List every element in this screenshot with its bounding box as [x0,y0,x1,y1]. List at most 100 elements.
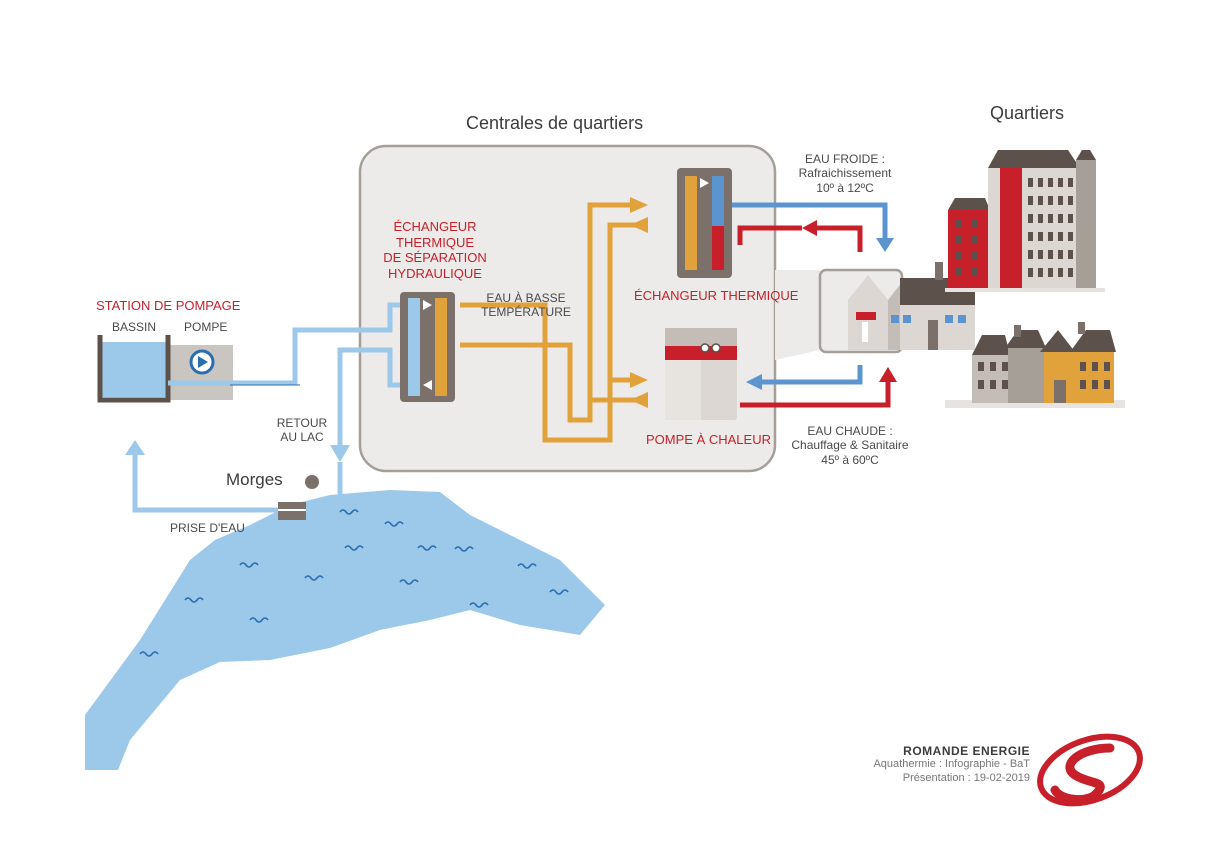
wave-icon [454,546,474,552]
townhouse-windows [978,362,1110,389]
wave-icon [184,597,204,603]
window [1068,196,1073,205]
window [1038,196,1043,205]
intake-pipe [132,452,280,513]
window [1068,214,1073,223]
cold-water-pipe [732,202,888,240]
window [1058,268,1063,277]
window [1048,178,1053,187]
lake-supply-pipe [168,302,420,386]
window [1002,362,1008,371]
window [1092,380,1098,389]
water-intake-label: PRISE D'EAU [170,521,245,535]
window [1080,380,1086,389]
wave-icon [239,562,259,568]
wave-icon [249,617,269,623]
window [1104,380,1110,389]
pumping-station-title: STATION DE POMPAGE [96,298,241,313]
hot-water-supply-pipe [740,380,891,408]
footer-line2: Présentation : 19-02-2019 [902,771,1030,784]
wave-icon [139,651,159,657]
company-name: ROMANDE ENERGIE [903,744,1030,758]
romande-energie-swirl-logo [1037,733,1143,807]
window [1092,362,1098,371]
title-quartiers: Quartiers [990,103,1065,123]
window [1068,268,1073,277]
window [1028,232,1033,241]
footer-credits: ROMANDE ENERGIE Aquathermie : Infographi… [830,744,1030,785]
city-dot-icon [305,475,319,489]
window [972,252,978,260]
basin-label: BASSIN [112,320,157,334]
cold-return-pipe [760,365,863,385]
window [1028,178,1033,187]
window [1028,196,1033,205]
window [978,380,984,389]
city-label-morges: Morges [226,470,283,489]
wave-icon [469,602,489,608]
window [990,380,996,389]
window [1002,380,1008,389]
window [1058,196,1063,205]
window [978,362,984,371]
window [1058,214,1063,223]
apartment-block [945,150,1105,292]
basin-walls [97,335,171,403]
pump-label: POMPE [184,320,228,334]
window [1028,214,1033,223]
window [1038,214,1043,223]
wave-icon [339,509,359,515]
window [1104,362,1110,371]
window [956,220,962,228]
window [1038,268,1043,277]
window [1080,362,1086,371]
hot-water-label: EAU CHAUDE : Chauffage & Sanitaire 45º à… [791,424,909,467]
window [1028,250,1033,259]
wave-icon [344,545,364,551]
window [1048,250,1053,259]
window [1058,250,1063,259]
apartment-windows [956,178,1073,277]
intake-arrow [125,440,145,455]
window [1048,268,1053,277]
cold-water-label: EAU FROIDE : Rafraichissement 10º à 12ºC [798,152,892,195]
footer-line1: Aquathermie : Infographie - BaT [873,758,1030,771]
window [1048,232,1053,241]
wave-icon [399,579,419,585]
window [1058,178,1063,187]
window [1038,178,1043,187]
window [972,220,978,228]
title-centrales: Centrales de quartiers [466,113,644,133]
window [972,268,978,276]
hot-water-return-pipe [815,225,863,252]
window [956,236,962,244]
townhouse-row [945,322,1125,408]
wave-icon [517,563,537,569]
window [1028,268,1033,277]
window [1038,232,1043,241]
wave-icon [384,521,404,527]
separation-exchanger-label: ÉCHANGEUR THERMIQUE DE SÉPARATION HYDRAU… [383,219,487,281]
window [956,268,962,276]
window [972,236,978,244]
window [1048,214,1053,223]
window [990,362,996,371]
wave-icon [549,589,569,595]
heat-exchanger-label: ÉCHANGEUR THERMIQUE [634,288,799,303]
basin-water [100,342,168,397]
window [956,252,962,260]
heat-pump-label: POMPE À CHALEUR [646,432,771,447]
window [1068,232,1073,241]
window [1048,196,1053,205]
panel-callout [775,270,820,360]
wave-icon [304,575,324,581]
window [1068,178,1073,187]
window [1038,250,1043,259]
lake-leman [85,490,605,770]
window [1058,232,1063,241]
window [1068,250,1073,259]
wave-icon [417,545,437,551]
